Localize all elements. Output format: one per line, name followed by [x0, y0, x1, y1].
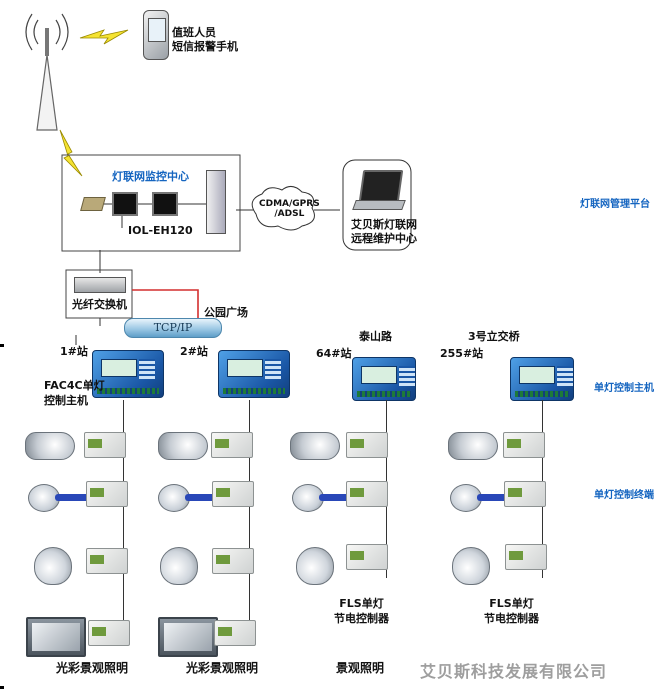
street-lamp-icon [292, 484, 353, 512]
terminal-box-icon [346, 544, 388, 570]
terminal-box-icon [84, 432, 126, 458]
gateway-icon [80, 197, 106, 211]
server-model: IOL-EH120 [128, 224, 193, 237]
station-id: 255#站 [440, 347, 484, 360]
terminal-box-icon [346, 432, 388, 458]
company-watermark: 艾贝斯科技发展有限公司 [420, 662, 608, 681]
tcp-ip-pipe: TCP/IP [124, 318, 222, 338]
controller-host-icon [218, 350, 290, 398]
terminal-box-icon [214, 620, 256, 646]
terminal-box-icon [504, 481, 546, 507]
station-id: 64#站 [316, 347, 352, 360]
bus-line [123, 400, 124, 632]
flood-light-icon [26, 617, 86, 657]
bus-line [249, 400, 250, 632]
terminal-box-icon [211, 432, 253, 458]
device-label: FLS单灯 节电控制器 [334, 597, 389, 625]
street-lamp-icon [158, 432, 208, 460]
laptop-icon [358, 170, 404, 202]
street-lamp-icon [290, 432, 340, 460]
side-label-platform: 灯联网管理平台 [580, 199, 650, 210]
road-label: 3号立交桥 [468, 330, 520, 343]
controller-host-icon [510, 357, 574, 401]
side-label-host: 单灯控制主机 [594, 383, 654, 394]
street-lamp-icon [296, 547, 334, 585]
terminal-box-icon [212, 481, 254, 507]
controller-host-icon [92, 350, 164, 398]
switch-icon [74, 277, 126, 293]
controller-label: FAC4C单灯 控制主机 [44, 379, 105, 407]
flood-light-icon [158, 617, 218, 657]
monitor-icon [152, 192, 178, 216]
street-lamp-icon [448, 432, 498, 460]
monitor-center-title: 灯联网监控中心 [112, 170, 189, 183]
monitor-icon [112, 192, 138, 216]
switch-label: 光纤交换机 [72, 298, 127, 311]
phone-label: 值班人员 短信报警手机 [172, 26, 238, 53]
terminal-box-icon [86, 548, 128, 574]
footer-label: 光彩景观照明 [186, 661, 259, 675]
street-lamp-icon [452, 547, 490, 585]
street-lamp-icon [160, 547, 198, 585]
controller-host-icon [352, 357, 416, 401]
terminal-box-icon [212, 548, 254, 574]
footer-label: 光彩景观照明 [56, 661, 129, 675]
server-tower-icon [206, 170, 226, 234]
terminal-box-icon [88, 620, 130, 646]
tcp-ip-label: TCP/IP [153, 321, 193, 334]
street-lamp-icon [158, 484, 219, 512]
park-label: 公园广场 [204, 306, 248, 319]
terminal-box-icon [505, 544, 547, 570]
station-id: 1#站 [60, 345, 88, 358]
terminal-box-icon [503, 432, 545, 458]
street-lamp-icon [25, 432, 75, 460]
street-lamp-icon [28, 484, 89, 512]
station-id: 2#站 [180, 345, 208, 358]
footer-label: 景观照明 [336, 661, 385, 675]
network-cloud-label: CDMA/GPRS /ADSL [259, 199, 320, 219]
mobile-phone-icon [143, 10, 169, 60]
laptop-base [352, 200, 406, 210]
terminal-box-icon [346, 481, 388, 507]
street-lamp-icon [450, 484, 511, 512]
device-label: FLS单灯 节电控制器 [484, 597, 539, 625]
road-label: 泰山路 [359, 330, 392, 343]
remote-center-label: 艾贝斯灯联网 远程维护中心 [351, 218, 417, 245]
street-lamp-icon [34, 547, 72, 585]
terminal-box-icon [86, 481, 128, 507]
side-label-terminal: 单灯控制终端 [594, 490, 654, 501]
